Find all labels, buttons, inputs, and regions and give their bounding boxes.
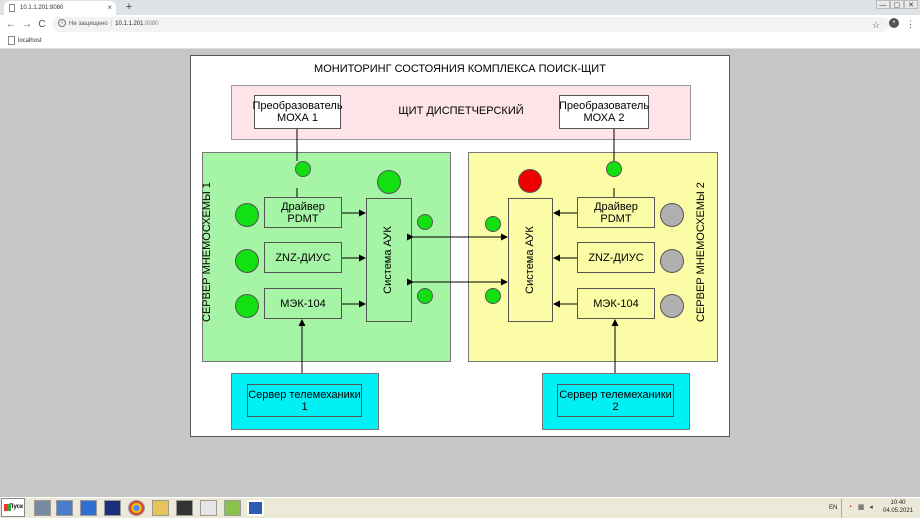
clock[interactable]: 10:40 04.05.2021 xyxy=(878,499,918,515)
tab-title: 10.1.1.201:8080 xyxy=(20,5,64,11)
bookmarks-bar: localhost xyxy=(0,34,920,49)
server1-znz-dius[interactable]: ZNZ-ДИУС xyxy=(264,242,342,273)
folder-icon[interactable] xyxy=(152,500,169,516)
close-window-button[interactable]: ✕ xyxy=(904,0,918,9)
moxa-converter-1[interactable]: Преобразователь МОХА 1 xyxy=(252,95,343,129)
moxa2-status-indicator xyxy=(606,161,622,177)
browser-tab[interactable]: 10.1.1.201:8080 × xyxy=(4,1,116,15)
app-icon-5[interactable] xyxy=(247,500,264,516)
server1-auk-system[interactable] xyxy=(366,198,412,322)
server2-auk-system[interactable] xyxy=(508,198,553,322)
iec-app-icon[interactable] xyxy=(200,500,217,516)
moxa1-status-indicator xyxy=(295,161,311,177)
url-host: 10.1.1.201 xyxy=(115,21,144,27)
server2-mek-104[interactable]: МЭК-104 xyxy=(577,288,655,319)
server2-driver-status-indicator xyxy=(660,203,684,227)
security-label: Не защищено xyxy=(69,21,108,27)
server2-znz-status-indicator xyxy=(660,249,684,273)
search-icon[interactable] xyxy=(56,500,73,516)
page-title: МОНИТОРИНГ СОСТОЯНИЯ КОМПЛЕКСА ПОИСК-ЩИТ xyxy=(314,63,606,75)
server2-link-bottom-indicator xyxy=(485,288,501,304)
app-icon-1[interactable] xyxy=(80,500,97,516)
server2-link-top-indicator xyxy=(485,216,501,232)
minimize-button[interactable]: — xyxy=(876,0,890,9)
server1-mek-104[interactable]: МЭК-104 xyxy=(264,288,342,319)
server2-driver-pdmt[interactable]: Драйвер PDMT xyxy=(577,197,655,228)
windows-logo-icon xyxy=(4,504,11,511)
server2-mek-status-indicator xyxy=(660,294,684,318)
server2-auk-status-indicator xyxy=(518,169,542,193)
browser-menu-icon[interactable]: ⋮ xyxy=(906,19,915,29)
server1-link-top-indicator xyxy=(417,214,433,230)
server1-mek-status-indicator xyxy=(235,294,259,318)
server2-znz-dius[interactable]: ZNZ-ДИУС xyxy=(577,242,655,273)
bookmark-star-icon[interactable]: ☆ xyxy=(871,20,880,30)
profile-avatar[interactable]: • xyxy=(889,18,899,28)
start-button[interactable]: Пуск xyxy=(1,498,25,517)
server1-driver-status-indicator xyxy=(235,203,259,227)
monitoring-panel: МОНИТОРИНГ СОСТОЯНИЯ КОМПЛЕКСА ПОИСК-ЩИТ… xyxy=(190,55,730,437)
server1-driver-pdmt[interactable]: Драйвер PDMT xyxy=(264,197,342,228)
server1-auk-status-indicator xyxy=(377,170,401,194)
page-icon xyxy=(9,4,15,12)
clock-date: 04.05.2021 xyxy=(882,508,914,514)
connection-lines xyxy=(296,129,619,373)
computer-icon[interactable] xyxy=(34,500,51,516)
app-icon-4[interactable] xyxy=(224,500,241,516)
dispatcher-label: ЩИТ ДИСПЕТЧЕРСКИЙ xyxy=(398,105,524,117)
chrome-icon[interactable] xyxy=(128,500,145,516)
tray-app-icon[interactable]: ◔ xyxy=(847,504,853,511)
page-icon xyxy=(8,35,15,45)
new-tab-button[interactable]: + xyxy=(125,1,133,13)
telemechanics-server1-panel xyxy=(231,373,379,430)
language-indicator[interactable]: EN xyxy=(829,505,838,511)
app-icon-2[interactable] xyxy=(104,500,121,516)
tab-close-icon[interactable]: × xyxy=(107,3,112,12)
server1-link-bottom-indicator xyxy=(417,288,433,304)
telemechanics-server1[interactable]: Сервер телемеханики 1 xyxy=(247,384,362,417)
volume-icon[interactable]: ◂ xyxy=(869,504,873,511)
tab-strip xyxy=(0,0,920,15)
reload-button[interactable]: C xyxy=(38,19,46,30)
network-icon[interactable]: ▦ xyxy=(857,504,865,511)
info-icon[interactable]: i xyxy=(58,19,66,28)
maximize-button[interactable]: ▢ xyxy=(890,0,904,9)
app-icon-3[interactable] xyxy=(176,500,193,516)
back-button[interactable]: ← xyxy=(6,19,16,30)
url-port: :8080 xyxy=(143,21,159,27)
server1-znz-status-indicator xyxy=(235,249,259,273)
system-tray xyxy=(841,499,920,518)
bookmark-localhost[interactable]: localhost xyxy=(18,38,42,44)
telemechanics-server2[interactable]: Сервер телемеханики 2 xyxy=(557,384,674,417)
forward-button[interactable]: → xyxy=(22,19,32,30)
moxa-converter-2[interactable]: Преобразователь МОХА 2 xyxy=(559,95,649,129)
telemechanics-server2-panel xyxy=(542,373,690,430)
clock-time: 10:40 xyxy=(890,500,906,506)
